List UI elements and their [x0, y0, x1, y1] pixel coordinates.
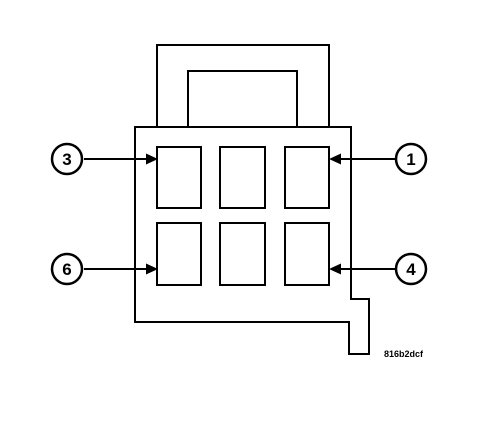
callout-circle	[50, 252, 84, 286]
callout-label: 3	[62, 150, 71, 169]
callout-circle	[50, 142, 84, 176]
terminal-cavities	[156, 146, 330, 286]
arrow-head	[146, 263, 158, 275]
arrow-head	[146, 153, 158, 165]
callout-label: 6	[62, 260, 71, 279]
cavity-pin-3	[156, 146, 202, 209]
callout-label: 4	[406, 260, 416, 279]
arrow-head	[329, 263, 341, 275]
callout-circle	[394, 252, 428, 286]
figure-reference-code: 816b2dcf	[384, 349, 424, 359]
cavity-pin-2	[219, 146, 266, 209]
cavity-pin-4	[284, 222, 330, 286]
lock-tab-outer	[156, 44, 330, 127]
lock-tab-inner	[187, 70, 298, 127]
arrow-head	[329, 153, 341, 165]
callout-circle	[394, 142, 428, 176]
callout-pin-3: 3	[50, 142, 158, 176]
callout-pin-4: 4	[329, 252, 428, 286]
cavity-pin-5	[219, 222, 266, 286]
cavity-pin-1	[284, 146, 330, 209]
callout-pin-6: 6	[50, 252, 158, 286]
connector-lock-tab	[156, 44, 330, 127]
callout-pin-1: 1	[329, 142, 428, 176]
cavity-pin-6	[156, 222, 202, 286]
connector-housing	[134, 126, 370, 355]
callout-label: 1	[406, 150, 415, 169]
